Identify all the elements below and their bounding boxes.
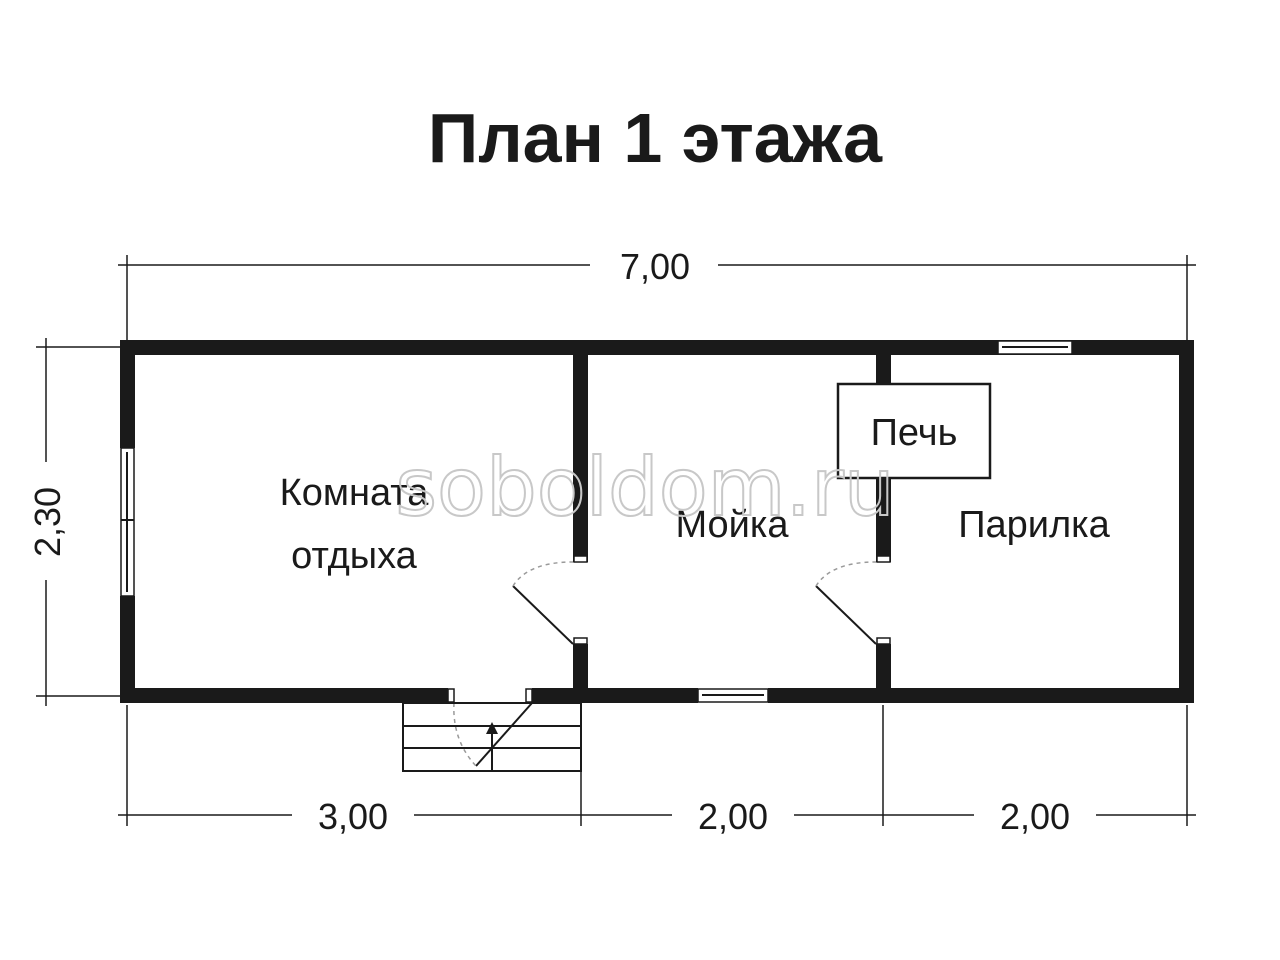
height-label: 2,30 <box>27 487 68 557</box>
door-wash-room <box>512 561 574 645</box>
doors <box>453 561 877 767</box>
watermark: soboldom.ru <box>395 441 894 534</box>
door-entrance <box>453 702 533 767</box>
stove: Печь <box>836 382 992 480</box>
rest-room-label-line1: Комната <box>280 472 430 514</box>
segment-1-label: 3,00 <box>318 796 388 837</box>
page-title: План 1 этажа <box>428 99 883 177</box>
bottom-dimension: 3,00 2,00 2,00 <box>118 705 1196 837</box>
window-top <box>997 340 1073 355</box>
arrow-up-icon <box>486 722 498 734</box>
left-dimension: 2,30 <box>27 338 122 706</box>
segment-3-label: 2,00 <box>1000 796 1070 837</box>
stove-label: Печь <box>871 412 958 454</box>
top-dimension: 7,00 <box>118 246 1196 340</box>
window-bottom <box>697 688 769 703</box>
steam-room-label: Парилка <box>958 504 1110 546</box>
rest-room-label-line2: отдыха <box>291 535 418 577</box>
exterior-walls <box>120 340 1194 703</box>
door-steam-room <box>815 561 877 645</box>
segment-2-label: 2,00 <box>698 796 768 837</box>
window-left <box>120 447 135 597</box>
total-width-label: 7,00 <box>620 246 690 287</box>
windows <box>120 340 1073 703</box>
entrance-steps <box>402 702 582 772</box>
wash-room-label: Мойка <box>675 504 789 546</box>
